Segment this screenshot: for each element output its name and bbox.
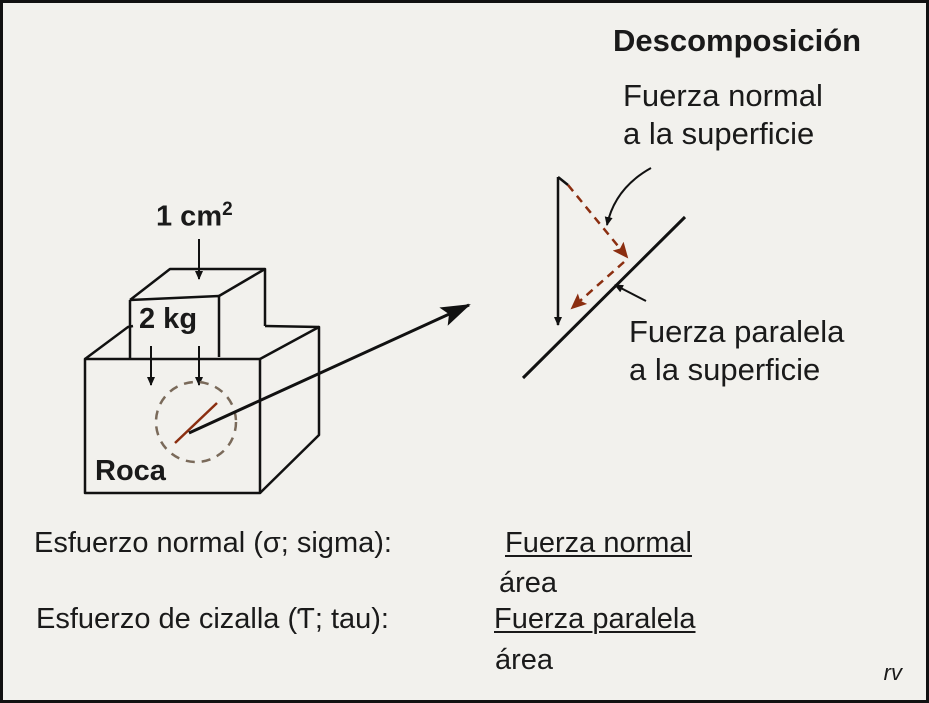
diagram-title: Descomposición [613,23,862,58]
normal-force-callout: Fuerza normal a la superficie [623,77,823,153]
parallel-force-line2: a la superficie [629,352,821,387]
parallel-force-line1: Fuerza paralela [629,314,845,349]
top-connector [557,176,569,186]
zoom-link-arrow [188,303,471,435]
normal-force-line2: a la superficie [623,116,815,151]
parallel-callout-leader [614,284,647,302]
normal-component-arrow [567,184,629,259]
normal-stress-denominator: área [499,567,558,599]
shear-stress-numerator: Fuerza paralela [494,603,696,635]
normal-stress-label: Esfuerzo normal (σ; sigma): [34,527,392,559]
load-label: 2 kg [139,303,198,335]
rock-label: Roca [95,455,166,487]
detail-circle [154,380,238,464]
parallel-force-callout: Fuerza paralela a la superficie [629,313,844,389]
normal-force-line1: Fuerza normal [623,78,823,113]
author-signature: rv [883,660,902,685]
normal-stress-numerator: Fuerza normal [505,527,692,559]
surface-plane-line [521,215,687,380]
area-label: 1 cm2 [156,199,233,234]
area-label-exponent: 2 [222,199,233,220]
area-label-base: 1 cm [156,200,223,233]
plane-trace [174,402,218,444]
normal-callout-leader [604,167,652,226]
stress-diagram [83,167,687,495]
load-block [128,267,267,358]
shear-stress-label: Esfuerzo de cizalla (Ƭ; tau): [36,603,389,635]
shear-stress-denominator: área [495,644,554,676]
parallel-component-arrow [570,261,625,310]
rock-block [83,324,321,495]
